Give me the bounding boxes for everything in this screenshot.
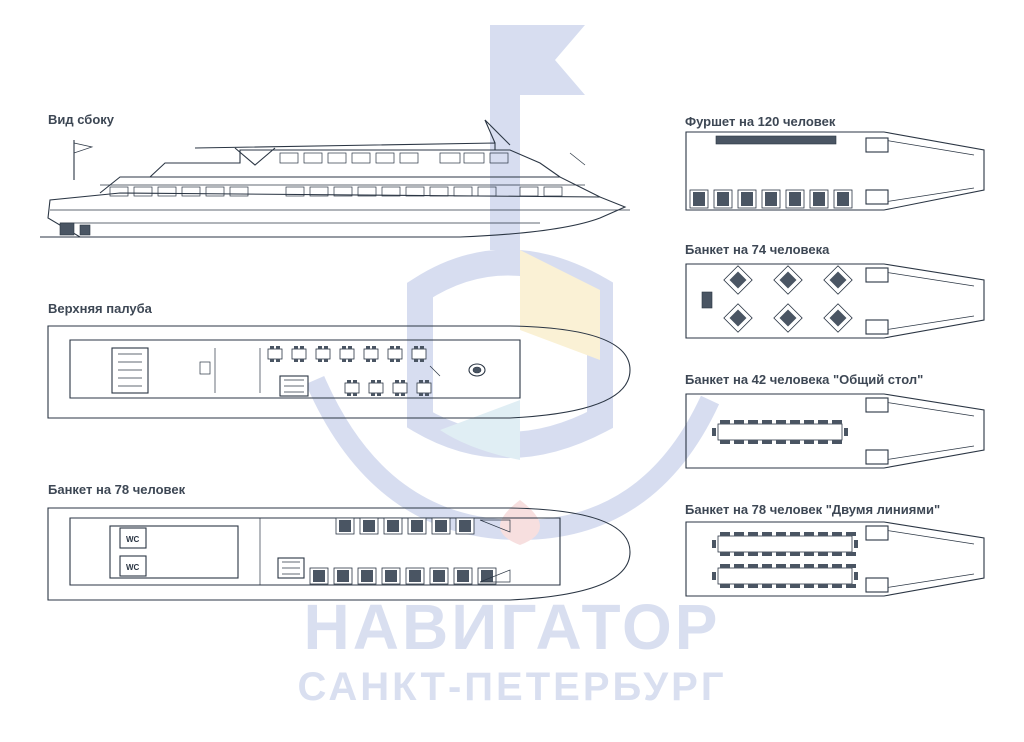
banquet-table-top xyxy=(335,517,355,535)
banquet-78-title: Банкет на 78 человек xyxy=(48,482,186,497)
banquet-table-bottom xyxy=(429,567,449,585)
banquet-42-plan xyxy=(685,393,985,469)
banquet-table-top xyxy=(455,517,475,535)
banquet-table-top xyxy=(431,517,451,535)
wc-label-bottom: WC xyxy=(126,563,140,572)
banquet-74-plan xyxy=(685,263,985,339)
round-table xyxy=(823,303,853,333)
upper-table-top xyxy=(363,346,379,362)
long-table xyxy=(712,532,858,556)
banquet-78-lines-title: Банкет на 78 человек "Двумя линиями" xyxy=(685,502,941,517)
buffet-table xyxy=(713,189,733,209)
banquet-74-title: Банкет на 74 человека xyxy=(685,242,830,257)
long-table xyxy=(712,420,848,444)
round-table xyxy=(823,265,853,295)
banquet-table-bottom xyxy=(453,567,473,585)
upper-table-top xyxy=(387,346,403,362)
round-table xyxy=(723,303,753,333)
round-table xyxy=(773,265,803,295)
buffet-table xyxy=(809,189,829,209)
upper-table-top xyxy=(267,346,283,362)
banquet-78-lines-plan xyxy=(685,521,985,597)
upper-table-top xyxy=(411,346,427,362)
banquet-table-bottom xyxy=(477,567,497,585)
buffet-table xyxy=(833,189,853,209)
watermark-title: НАВИГАТОР xyxy=(303,591,721,663)
round-table xyxy=(723,265,753,295)
upper-deck-plan xyxy=(47,325,631,419)
upper-table-bottom xyxy=(392,380,408,396)
banquet-table-bottom xyxy=(381,567,401,585)
upper-table-bottom xyxy=(344,380,360,396)
banquet-table-top xyxy=(359,517,379,535)
upper-deck-title: Верхняя палуба xyxy=(48,301,152,316)
banquet-42-title: Банкет на 42 человека "Общий стол" xyxy=(685,372,924,387)
banquet-table-top xyxy=(383,517,403,535)
buffet-120-title: Фуршет на 120 человек xyxy=(685,114,836,129)
upper-table-bottom xyxy=(368,380,384,396)
buffet-table xyxy=(689,189,709,209)
side-view-drawing xyxy=(40,119,630,238)
buffet-table xyxy=(785,189,805,209)
long-table xyxy=(712,564,858,588)
upper-table-top xyxy=(315,346,331,362)
buffet-table xyxy=(761,189,781,209)
banquet-table-top xyxy=(407,517,427,535)
buffet-table xyxy=(737,189,757,209)
banquet-table-bottom xyxy=(333,567,353,585)
banquet-table-bottom xyxy=(405,567,425,585)
upper-table-bottom xyxy=(416,380,432,396)
round-table xyxy=(773,303,803,333)
banquet-table-bottom xyxy=(309,567,329,585)
watermark-subtitle: САНКТ-ПЕТЕРБУРГ xyxy=(297,665,727,709)
banquet-78-plan: WC WC xyxy=(47,507,631,601)
upper-table-top xyxy=(339,346,355,362)
upper-table-top xyxy=(291,346,307,362)
banquet-table-bottom xyxy=(357,567,377,585)
buffet-120-plan xyxy=(685,131,985,211)
side-view-title: Вид сбоку xyxy=(48,112,115,127)
wc-label-top: WC xyxy=(126,535,140,544)
